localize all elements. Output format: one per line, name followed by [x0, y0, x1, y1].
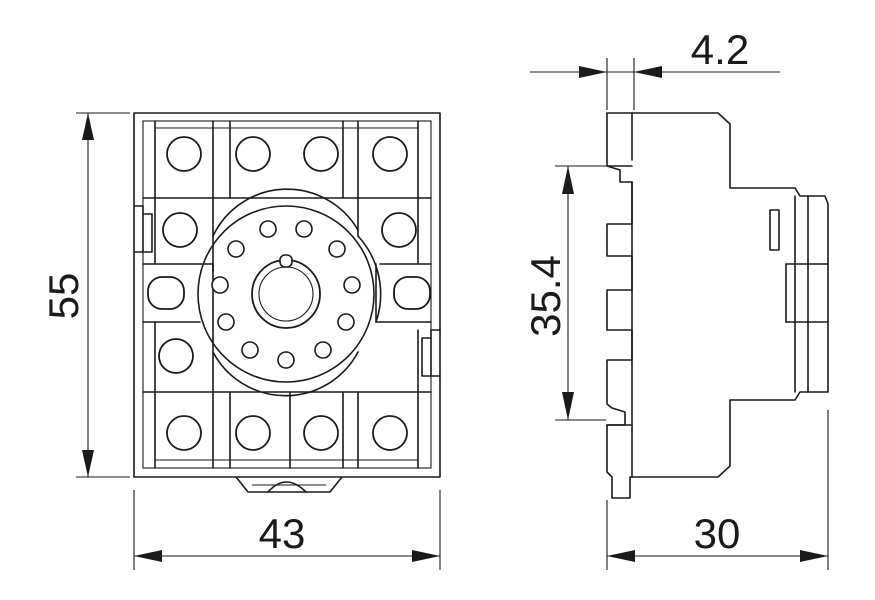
mounting-slot	[147, 276, 185, 310]
dimension-label-43: 43	[259, 510, 306, 557]
front-body-outline	[133, 112, 441, 478]
terminal-screw-hole	[303, 415, 339, 451]
front-height-dimension: 55	[40, 112, 130, 478]
bottom-terminal-row	[142, 391, 432, 469]
din-clip	[235, 476, 343, 493]
terminal-screw-hole	[235, 415, 271, 451]
terminal-screw-hole	[166, 136, 202, 172]
top-terminal-row	[142, 120, 432, 199]
side-view	[606, 112, 829, 499]
dimension-label-35-4: 35.4	[522, 255, 569, 337]
socket-pin-holes	[211, 220, 361, 369]
terminal-screw-hole	[381, 212, 417, 248]
terminal-screw-hole	[158, 338, 194, 374]
side-rail-dimension: 35.4	[522, 165, 606, 421]
front-body-inner-outline	[142, 120, 432, 469]
side-latch	[769, 209, 780, 251]
terminal-screw-hole	[372, 415, 408, 451]
dimension-label-30: 30	[694, 510, 741, 557]
side-offset-dimension: 4.2	[530, 26, 780, 110]
terminal-screw-hole	[303, 136, 339, 172]
middle-terminal-area	[133, 197, 441, 393]
terminal-screw-hole	[372, 136, 408, 172]
center-key	[279, 254, 293, 268]
front-view	[133, 112, 441, 493]
socket-outer-ring	[197, 205, 375, 383]
dimension-label-4-2: 4.2	[691, 26, 749, 73]
terminal-screw-hole	[162, 212, 198, 248]
terminal-screw-hole	[166, 415, 202, 451]
side-depth-dimension: 30	[606, 410, 829, 570]
front-width-dimension: 43	[133, 490, 441, 570]
octal-socket	[197, 188, 382, 397]
center-key-hole	[251, 259, 321, 329]
mounting-slot	[393, 276, 431, 310]
terminal-screw-hole	[235, 136, 271, 172]
dimension-label-55: 55	[40, 273, 87, 320]
